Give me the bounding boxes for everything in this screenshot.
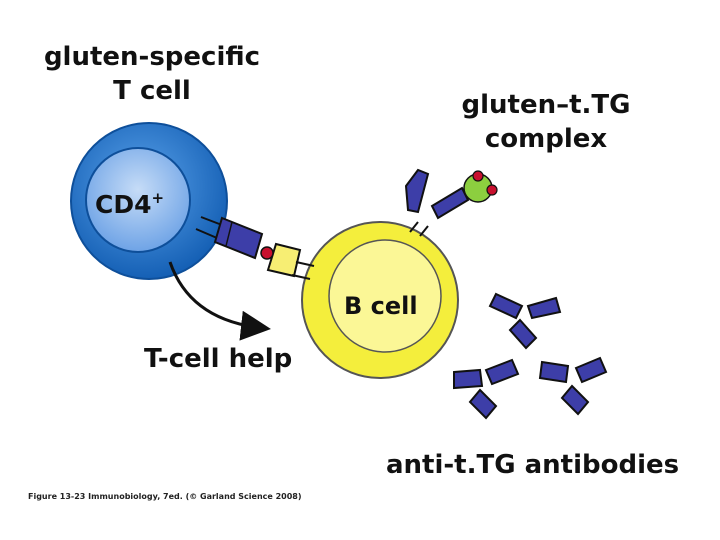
t-cell-label-line1: gluten-specific [43,42,261,72]
b-cell-label: B cell [344,292,418,320]
t-cell-receptor [195,216,264,260]
t-cell-label-line2: T cell [113,76,191,106]
t-cell-help-label: T-cell help [144,344,293,374]
t-cell-nucleus [85,147,191,253]
free-antibody [488,292,562,350]
figure-caption: Figure 13-23 Immunobiology, 7ed. (© Garl… [28,492,302,501]
b-cell-receptor [404,168,470,237]
complex-label: gluten–t.TG complex [452,88,640,156]
free-antibody [453,358,520,420]
cd4-text: CD4 [95,190,152,219]
antibodies-label: anti-t.TG antibodies [386,450,680,480]
complex-label-line2: complex [484,124,608,154]
cd4-label: CD4+ [95,183,164,220]
b-cell [301,221,459,379]
free-antibody [538,356,608,416]
t-cell-label: gluten-specific T cell [36,40,268,108]
mhc-molecule [260,242,315,280]
cd4-superscript: + [151,189,165,207]
t-cell-help-arrow [168,261,271,341]
b-cell-nucleus [328,239,442,353]
t-cell [70,122,228,280]
gluten-ttg-complex [463,170,498,203]
gluten-peptide-dot [260,246,274,260]
complex-label-line1: gluten–t.TG [461,90,631,120]
